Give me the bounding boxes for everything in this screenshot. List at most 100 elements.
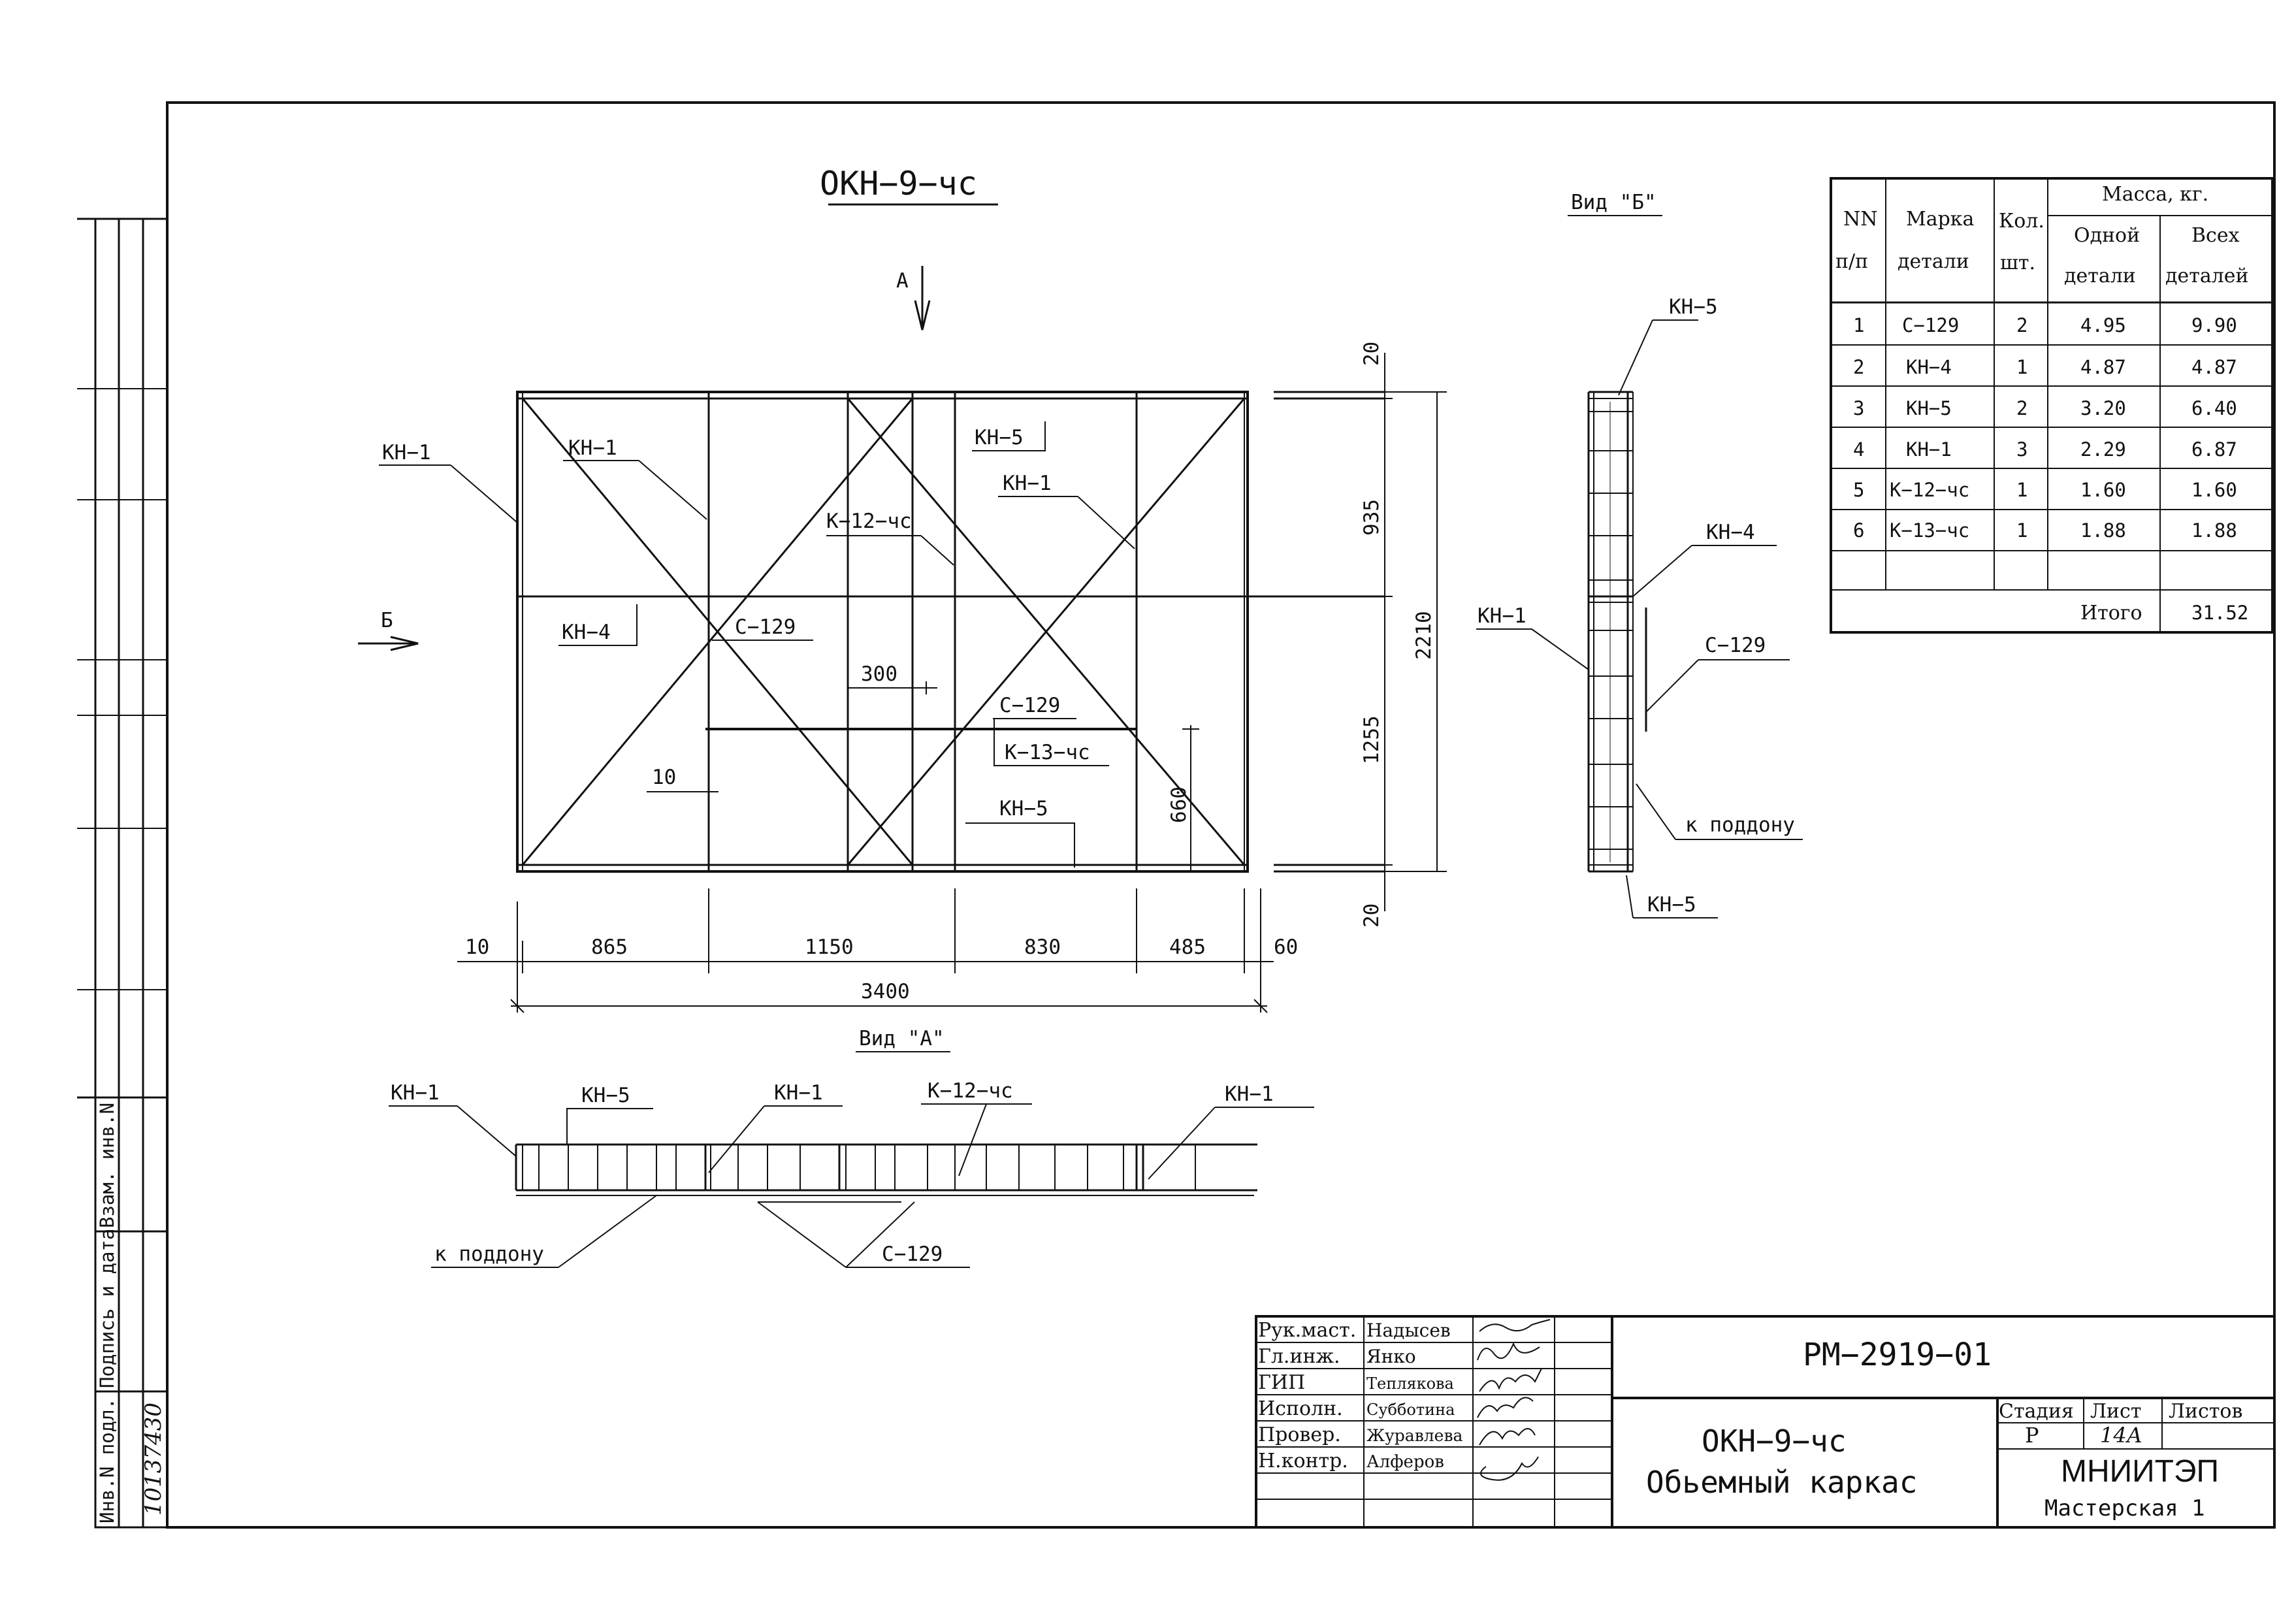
total-label: Итого [2080, 602, 2142, 625]
view-a-arrow: А [896, 266, 931, 331]
name-2: Теплякова [1366, 1374, 1454, 1393]
role-2: ГИП [1258, 1371, 1305, 1394]
view-a: КН−1 КН−5 КН−1 К−12−чс КН−1 к поддону С−… [389, 1079, 1314, 1268]
svg-text:4: 4 [1853, 438, 1864, 461]
table-row: 6 К−13−чс 1 1.88 1.88 [1853, 519, 2237, 542]
svg-text:1.88: 1.88 [2191, 519, 2237, 542]
view-a-title: Вид "А" [859, 1027, 945, 1050]
dim-660: 660 [1167, 787, 1191, 823]
label-kn1-right: КН−1 [1003, 472, 1052, 495]
view-a-label-pallet: к поддону [434, 1242, 544, 1266]
spec-table: NN п/п Марка детали Кол. шт. Масса, кг. … [1830, 177, 2274, 634]
replace-inv-label: Взам. инв.N [96, 1103, 118, 1228]
svg-text:3.20: 3.20 [2080, 397, 2126, 419]
svg-text:Б: Б [381, 609, 393, 632]
view-a-label-kn1-a: КН−1 [391, 1081, 440, 1105]
view-b-label-kn4: КН−4 [1706, 521, 1755, 544]
th-nn: NN [1843, 208, 1878, 231]
svg-text:1: 1 [1853, 314, 1864, 336]
dim-w830: 830 [1024, 935, 1061, 959]
drawing-title: ОКН−9−чс [820, 165, 977, 203]
name-1: Янко [1366, 1346, 1416, 1367]
dim-300: 300 [861, 662, 897, 686]
sheet-label: Лист [2090, 1400, 2141, 1423]
th-one: Одной [2074, 224, 2140, 247]
workshop-name: Мастерская 1 [2044, 1495, 2205, 1521]
svg-text:4.95: 4.95 [2080, 314, 2126, 336]
sheet-value: 14А [2100, 1423, 2142, 1448]
view-b-label-c129: С−129 [1705, 634, 1766, 657]
dim-h1255: 1255 [1360, 715, 1383, 764]
svg-text:КН−1: КН−1 [1906, 438, 1952, 461]
stage-label: Стадия [1999, 1400, 2074, 1423]
name-3: Субботина [1366, 1401, 1455, 1419]
th-qty: Кол. [1999, 210, 2044, 233]
svg-text:К−12−чс: К−12−чс [1890, 479, 1969, 501]
doc-name-line2: Обьемный каркас [1646, 1465, 1917, 1500]
dim-w1150: 1150 [805, 935, 854, 959]
label-k12: К−12−чс [826, 510, 912, 533]
vertical-dimensions: 20 935 2210 1255 20 [1360, 342, 1447, 928]
table-row: 1 С−129 2 4.95 9.90 [1853, 314, 2237, 336]
label-kn5-top: КН−5 [975, 426, 1024, 449]
label-kn4: КН−4 [562, 621, 611, 644]
svg-text:6.87: 6.87 [2191, 438, 2237, 461]
stage-value: Р [2025, 1423, 2039, 1448]
svg-text:С−129: С−129 [1902, 314, 1959, 336]
title-block: Рук.маст. Гл.инж. ГИП Исполн. Провер. Н.… [1255, 1315, 2276, 1529]
dim-w60: 60 [1274, 935, 1298, 959]
svg-text:КН−4: КН−4 [1906, 356, 1952, 378]
view-b-title: Вид "Б" [1571, 191, 1656, 214]
view-b-label-kn5-top: КН−5 [1669, 295, 1718, 319]
dim-w10: 10 [465, 935, 489, 959]
label-kn1-left: КН−1 [382, 441, 431, 464]
view-a-label-kn1-c: КН−1 [1225, 1082, 1274, 1106]
signature-1 [1477, 1342, 1540, 1361]
svg-text:5: 5 [1853, 479, 1864, 501]
th-pcs: шт. [2000, 252, 2035, 274]
label-c129-b: С−129 [999, 694, 1060, 717]
svg-text:КН−5: КН−5 [1906, 397, 1952, 419]
dim-h2210: 2210 [1412, 611, 1436, 660]
role-5: Н.контр. [1258, 1450, 1348, 1472]
inv-orig-label: Инв.N подл. [96, 1398, 118, 1523]
svg-text:1.60: 1.60 [2080, 479, 2126, 501]
svg-text:1.88: 1.88 [2080, 519, 2126, 542]
role-4: Провер. [1258, 1423, 1341, 1446]
svg-text:4.87: 4.87 [2080, 356, 2126, 378]
svg-text:1: 1 [2016, 479, 2027, 501]
name-5: Алферов [1366, 1452, 1444, 1472]
svg-text:2: 2 [1853, 356, 1864, 378]
table-row: 5 К−12−чс 1 1.60 1.60 [1853, 479, 2237, 501]
svg-text:А: А [896, 269, 909, 293]
th-all: Всех [2191, 224, 2240, 247]
dim-w3400: 3400 [861, 980, 910, 1003]
svg-text:3: 3 [2016, 438, 2027, 461]
svg-text:9.90: 9.90 [2191, 314, 2237, 336]
svg-text:1: 1 [2016, 519, 2027, 542]
dim-h20-top: 20 [1360, 342, 1383, 366]
plan-view: КН−1 КН−1 КН−5 К−12−чс КН−1 КН−4 С−129 С… [379, 391, 1385, 873]
name-4: Журавлева [1366, 1426, 1463, 1445]
side-stamp: Взам. инв.N Подпись и дата Инв.N подл. 1… [77, 218, 169, 1529]
svg-text:2.29: 2.29 [2080, 438, 2126, 461]
table-row: 4 КН−1 3 2.29 6.87 [1853, 438, 2237, 461]
view-b-label-kn1: КН−1 [1478, 604, 1527, 628]
signature-2 [1479, 1368, 1542, 1392]
svg-text:2: 2 [2016, 314, 2027, 336]
role-3: Исполн. [1258, 1397, 1343, 1420]
th-mass: Масса, кг. [2102, 183, 2208, 206]
svg-text:2: 2 [2016, 397, 2027, 419]
signature-5 [1480, 1456, 1539, 1481]
role-1: Гл.инж. [1258, 1345, 1340, 1368]
doc-code: РМ−2919−01 [1803, 1337, 1992, 1373]
inv-number: 10137430 [140, 1403, 167, 1516]
view-b-label-pallet: к поддону [1685, 813, 1795, 837]
th-mark: Марка [1906, 208, 1975, 231]
th-pp: п/п [1835, 250, 1868, 273]
dim-w865: 865 [591, 935, 628, 959]
total-value: 31.52 [2191, 602, 2248, 624]
label-k13: К−13−чс [1005, 741, 1090, 764]
svg-text:1: 1 [2016, 356, 2027, 378]
